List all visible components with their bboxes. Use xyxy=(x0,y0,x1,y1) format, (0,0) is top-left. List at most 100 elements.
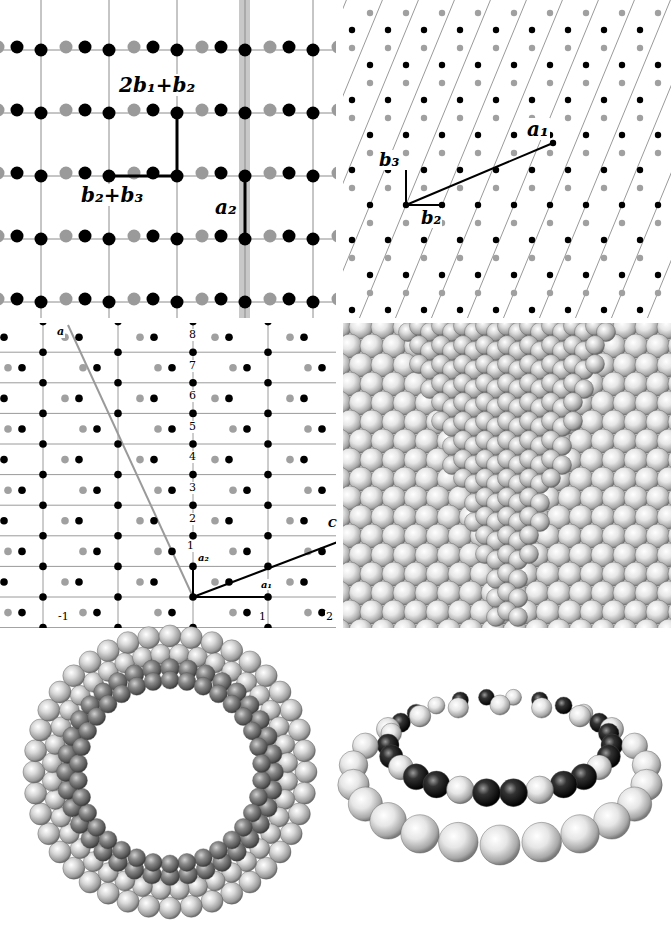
black-atom xyxy=(0,578,8,586)
grey-atom xyxy=(349,255,355,261)
black-atom xyxy=(147,293,160,306)
black-atom xyxy=(300,395,308,403)
black-atom xyxy=(75,456,83,464)
grey-atom xyxy=(547,150,553,156)
black-atom xyxy=(475,202,481,208)
grey-atom xyxy=(529,45,535,51)
black-atom xyxy=(637,237,643,243)
black-atom xyxy=(619,62,625,68)
grey-atom xyxy=(0,104,5,117)
vector-label: b₂+b₃ xyxy=(80,184,144,206)
black-atom xyxy=(79,293,92,306)
black-atom xyxy=(264,471,272,479)
atom-sphere xyxy=(249,738,267,756)
grid-line xyxy=(0,382,336,383)
black-atom xyxy=(283,230,296,243)
black-atom xyxy=(114,471,122,479)
grey-atom xyxy=(511,10,517,16)
black-atom xyxy=(421,27,427,33)
atom-sphere xyxy=(520,526,539,545)
black-atom xyxy=(189,440,197,448)
black-atom xyxy=(493,97,499,103)
black-atom xyxy=(637,167,643,173)
black-atom xyxy=(243,609,251,617)
black-atom xyxy=(264,440,272,448)
grey-atom xyxy=(136,578,144,586)
black-atom xyxy=(79,230,92,243)
black-atom xyxy=(283,41,296,54)
black-atom xyxy=(439,62,445,68)
grey-atom xyxy=(367,150,373,156)
black-atom xyxy=(655,132,661,138)
black-atom xyxy=(565,167,571,173)
grey-atom xyxy=(211,517,219,525)
grey-atom xyxy=(60,293,73,306)
grey-atom xyxy=(637,115,643,121)
lattice-line xyxy=(554,0,671,318)
black-atom xyxy=(385,307,391,313)
grey-atom xyxy=(61,578,69,586)
atom-sphere xyxy=(23,761,45,783)
black-atom xyxy=(18,425,26,433)
black-atom xyxy=(75,578,83,586)
grey-atom xyxy=(637,255,643,261)
atom-sphere xyxy=(561,815,599,853)
basis-vector xyxy=(406,204,442,206)
lattice-line xyxy=(518,0,671,318)
black-atom xyxy=(239,107,252,120)
atom-sphere xyxy=(295,761,317,783)
lattice-line xyxy=(410,0,671,318)
black-atom xyxy=(39,532,47,540)
grid-line xyxy=(0,505,336,506)
black-atom xyxy=(39,379,47,387)
black-atom xyxy=(168,486,176,494)
black-atom xyxy=(349,27,355,33)
atom-sphere xyxy=(547,619,571,628)
black-atom xyxy=(655,272,661,278)
black-atom xyxy=(114,624,122,628)
grey-atom xyxy=(154,486,162,494)
grey-atom xyxy=(0,41,5,54)
grey-atom xyxy=(211,578,219,586)
grey-atom xyxy=(457,185,463,191)
grey-atom xyxy=(128,167,141,180)
grey-atom xyxy=(619,10,625,16)
black-atom xyxy=(264,532,272,540)
black-atom xyxy=(150,395,158,403)
atom-sphere xyxy=(657,619,671,628)
black-atom xyxy=(655,62,661,68)
black-atom xyxy=(511,202,517,208)
black-atom xyxy=(421,167,427,173)
black-atom xyxy=(168,548,176,556)
grey-atom xyxy=(619,220,625,226)
grey-atom xyxy=(286,517,294,525)
black-atom xyxy=(457,167,463,173)
atom-sphere xyxy=(525,619,549,628)
black-atom xyxy=(79,167,92,180)
basis-vector xyxy=(406,143,553,205)
black-atom xyxy=(150,456,158,464)
vector-label: b₃ xyxy=(378,150,400,170)
atom-sphere xyxy=(500,779,528,807)
grey-atom xyxy=(385,115,391,121)
atom-sphere xyxy=(161,671,179,689)
black-atom xyxy=(511,132,517,138)
black-atom xyxy=(385,27,391,33)
grey-atom xyxy=(547,10,553,16)
grey-atom xyxy=(583,80,589,86)
grey-atom xyxy=(304,609,312,617)
grey-atom xyxy=(229,425,237,433)
grey-atom xyxy=(304,364,312,372)
grey-atom xyxy=(264,293,277,306)
black-atom xyxy=(39,501,47,509)
black-atom xyxy=(439,272,445,278)
black-atom xyxy=(114,440,122,448)
grey-atom xyxy=(154,609,162,617)
atom-sphere xyxy=(613,619,637,628)
grey-atom xyxy=(136,395,144,403)
grid-line xyxy=(0,566,336,567)
vector-label: a₁ xyxy=(260,579,273,590)
lattice-line xyxy=(343,0,510,318)
black-atom xyxy=(35,107,48,120)
black-atom xyxy=(264,348,272,356)
